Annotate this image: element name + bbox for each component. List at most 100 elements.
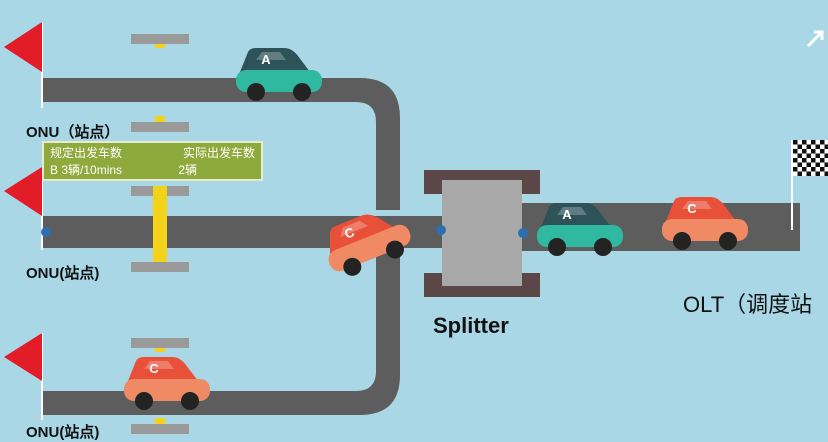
finish-flag-square: [820, 145, 825, 150]
finish-flag-square: [820, 158, 825, 163]
splitter: [424, 170, 540, 297]
barrier-middle: [153, 186, 167, 262]
gate-bottom-upper: [131, 338, 189, 348]
finish-flag-square: [811, 149, 816, 154]
splitter-label: Splitter: [433, 313, 509, 339]
gate-bottom-lower: [131, 424, 189, 434]
olt-label: OLT（调度站: [683, 287, 812, 319]
finish-flag-square: [816, 140, 821, 145]
finish-flag-square: [816, 158, 821, 163]
car-letter: C: [687, 201, 697, 216]
finish-flag-square: [825, 158, 828, 163]
splitter-node-left: [436, 225, 446, 235]
finish-flag-square: [816, 167, 821, 172]
onu-label-bottom: ONU(站点): [26, 421, 99, 442]
car-wheel-front: [181, 392, 199, 410]
board-header-actual: 实际出发车数: [183, 145, 255, 162]
finish-flag-square: [802, 158, 807, 163]
finish-flag-square: [802, 149, 807, 154]
finish-flag-square: [798, 167, 803, 172]
finish-flag-square: [825, 167, 828, 172]
finish-flag-square: [798, 172, 803, 177]
finish-flag-square: [802, 167, 807, 172]
finish-flag-square: [816, 154, 821, 159]
finish-flag-square: [811, 140, 816, 145]
finish-flag-square: [798, 158, 803, 163]
finish-flag-square: [820, 140, 825, 145]
finish-flag-square: [825, 154, 828, 159]
car-letter: A: [261, 52, 271, 67]
departure-board: 规定出发车数 实际出发车数 B 3辆/10mins 2辆: [42, 141, 263, 181]
board-value-actual: 2辆: [178, 162, 197, 179]
finish-flag-square: [793, 158, 798, 163]
finish-flag-square: [807, 158, 812, 163]
barrier-bottom-b: [155, 418, 165, 424]
finish-flag-square: [825, 149, 828, 154]
finish-flag-square: [807, 140, 812, 145]
barrier-top-b: [155, 116, 165, 122]
finish-flag-square: [825, 172, 828, 177]
finish-flag-square: [802, 140, 807, 145]
finish-flag-square: [807, 145, 812, 150]
finish-flag-square: [793, 145, 798, 150]
car-letter: C: [149, 361, 159, 376]
finish-flag-square: [807, 149, 812, 154]
finish-flag-square: [798, 163, 803, 168]
finish-flag-square: [802, 163, 807, 168]
finish-flag-square: [798, 145, 803, 150]
finish-flag-square: [816, 145, 821, 150]
car-wheel-front: [719, 232, 737, 250]
finish-flag-square: [807, 167, 812, 172]
finish-flag-square: [825, 145, 828, 150]
car-letter: A: [562, 207, 572, 222]
finish-flag-square: [798, 154, 803, 159]
finish-flag-square: [793, 167, 798, 172]
finish-flag-square: [807, 172, 812, 177]
finish-flag-square: [798, 149, 803, 154]
finish-flag-square: [816, 172, 821, 177]
board-value-planned: B 3辆/10mins: [50, 162, 122, 179]
gate-top-lower: [131, 122, 189, 132]
finish-flag-square: [811, 163, 816, 168]
splitter-body: [442, 180, 522, 286]
finish-flag-square: [820, 154, 825, 159]
finish-flag-square: [811, 167, 816, 172]
expand-arrow-icon[interactable]: [804, 28, 826, 50]
car-junction-c: C: [317, 201, 417, 282]
finish-flag-square: [793, 172, 798, 177]
splitter-node-right: [518, 228, 528, 238]
car-wheel-rear: [673, 232, 691, 250]
finish-flag-square: [811, 158, 816, 163]
finish-flag-square: [820, 172, 825, 177]
finish-flag-square: [807, 163, 812, 168]
finish-flag-square: [820, 167, 825, 172]
onu-label-middle: ONU(站点): [26, 262, 99, 283]
finish-flag-square: [816, 163, 821, 168]
finish-flag-square: [802, 154, 807, 159]
middle-branch-node: [41, 227, 51, 237]
finish-flag-square: [825, 140, 828, 145]
barrier-top-a: [155, 44, 165, 48]
finish-flag-square: [825, 163, 828, 168]
flag-top: [4, 22, 42, 72]
car-wheel-rear: [548, 238, 566, 256]
finish-flag-square: [811, 172, 816, 177]
onu-label-top: ONU（站点）: [26, 121, 119, 142]
car-wheel-front: [594, 238, 612, 256]
finish-flag-square: [820, 163, 825, 168]
finish-flag-square: [807, 154, 812, 159]
barrier-bottom-a: [155, 348, 165, 352]
finish-flag-square: [802, 172, 807, 177]
car-wheel-front: [293, 83, 311, 101]
finish-flag-square: [793, 163, 798, 168]
gate-top-upper: [131, 34, 189, 44]
finish-flag-square: [811, 154, 816, 159]
finish-flag-square: [793, 149, 798, 154]
finish-flag-square: [798, 140, 803, 145]
finish-flag-square: [811, 145, 816, 150]
finish-flag-square: [793, 154, 798, 159]
car-wheel-rear: [247, 83, 265, 101]
finish-flag-square: [802, 145, 807, 150]
finish-flag-square: [793, 140, 798, 145]
